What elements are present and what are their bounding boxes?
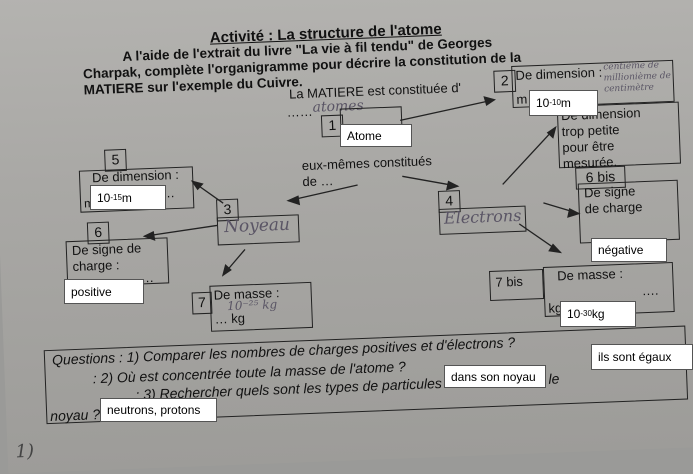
box-7-unit: … kg <box>214 310 246 327</box>
too-small-line-2: trop petite <box>561 121 620 140</box>
answer-negative: négative <box>598 243 644 257</box>
box-6-label-1: De signe de <box>71 240 142 259</box>
answer-q1: ils sont égaux <box>598 350 672 364</box>
margin-note: 1) <box>15 440 35 463</box>
question-3-end: noyau ? <box>49 406 101 424</box>
arrow-noyau-to-charge <box>144 224 218 237</box>
answer-box-5-exp: -15 <box>110 192 122 202</box>
answer-box-2-unit: m <box>560 96 571 110</box>
box-2-unit: m <box>516 91 528 107</box>
box-4-handwritten: Electrons <box>443 205 522 228</box>
answer-question-2: dans son noyau <box>444 365 546 388</box>
box-6bis-label-1: De signe <box>583 183 636 201</box>
answer-box-1: Atome <box>340 124 412 147</box>
answer-box-6bis: négative <box>591 238 667 262</box>
matiere-dots: …… <box>286 103 314 120</box>
answer-question-3: neutrons, protons <box>100 398 217 422</box>
box-3-handwritten: Noyeau <box>223 214 291 238</box>
answer-box-7bis-unit: kg <box>591 307 605 321</box>
answer-atome: Atome <box>347 128 382 143</box>
answer-q3: neutrons, protons <box>107 403 201 417</box>
eux-memes-label-2: de … <box>302 172 334 190</box>
arrow-to-noyau <box>288 184 358 202</box>
answer-box-7bis-exp: -30 <box>580 309 592 318</box>
box-6-label-2: charge : <box>72 257 120 275</box>
answer-box-7bis-base: 10 <box>567 307 581 321</box>
answer-q2: dans son noyau <box>451 369 536 384</box>
answer-box-2-base: 10 <box>536 96 550 110</box>
arrow-electrons-to-size <box>502 126 557 185</box>
answer-box-5: 10-15 m <box>90 185 166 210</box>
answer-question-1: ils sont égaux <box>591 344 693 370</box>
answer-box-7bis: 10-30 kg <box>560 301 636 327</box>
answer-box-6: positive <box>64 279 144 304</box>
answer-box-2-exp: -10 <box>549 98 561 107</box>
answer-positive: positive <box>71 284 112 299</box>
box-7bis-label: De masse : <box>556 265 624 284</box>
answer-box-5-base: 10 <box>97 190 111 205</box>
box-6bis-label-2: de charge <box>584 199 643 217</box>
answer-box-5-unit: m <box>121 190 132 205</box>
box-2-handwritten: centième de millionième de centimètre <box>603 60 672 95</box>
too-small-line-3: pour être <box>562 138 615 156</box>
box-7bis-number: 7 bis <box>495 273 524 290</box>
box-7bis-dots: …. <box>641 282 659 299</box>
answer-box-2: 10-10 m <box>529 90 598 116</box>
arrow-atome-to-dimension <box>400 99 495 121</box>
